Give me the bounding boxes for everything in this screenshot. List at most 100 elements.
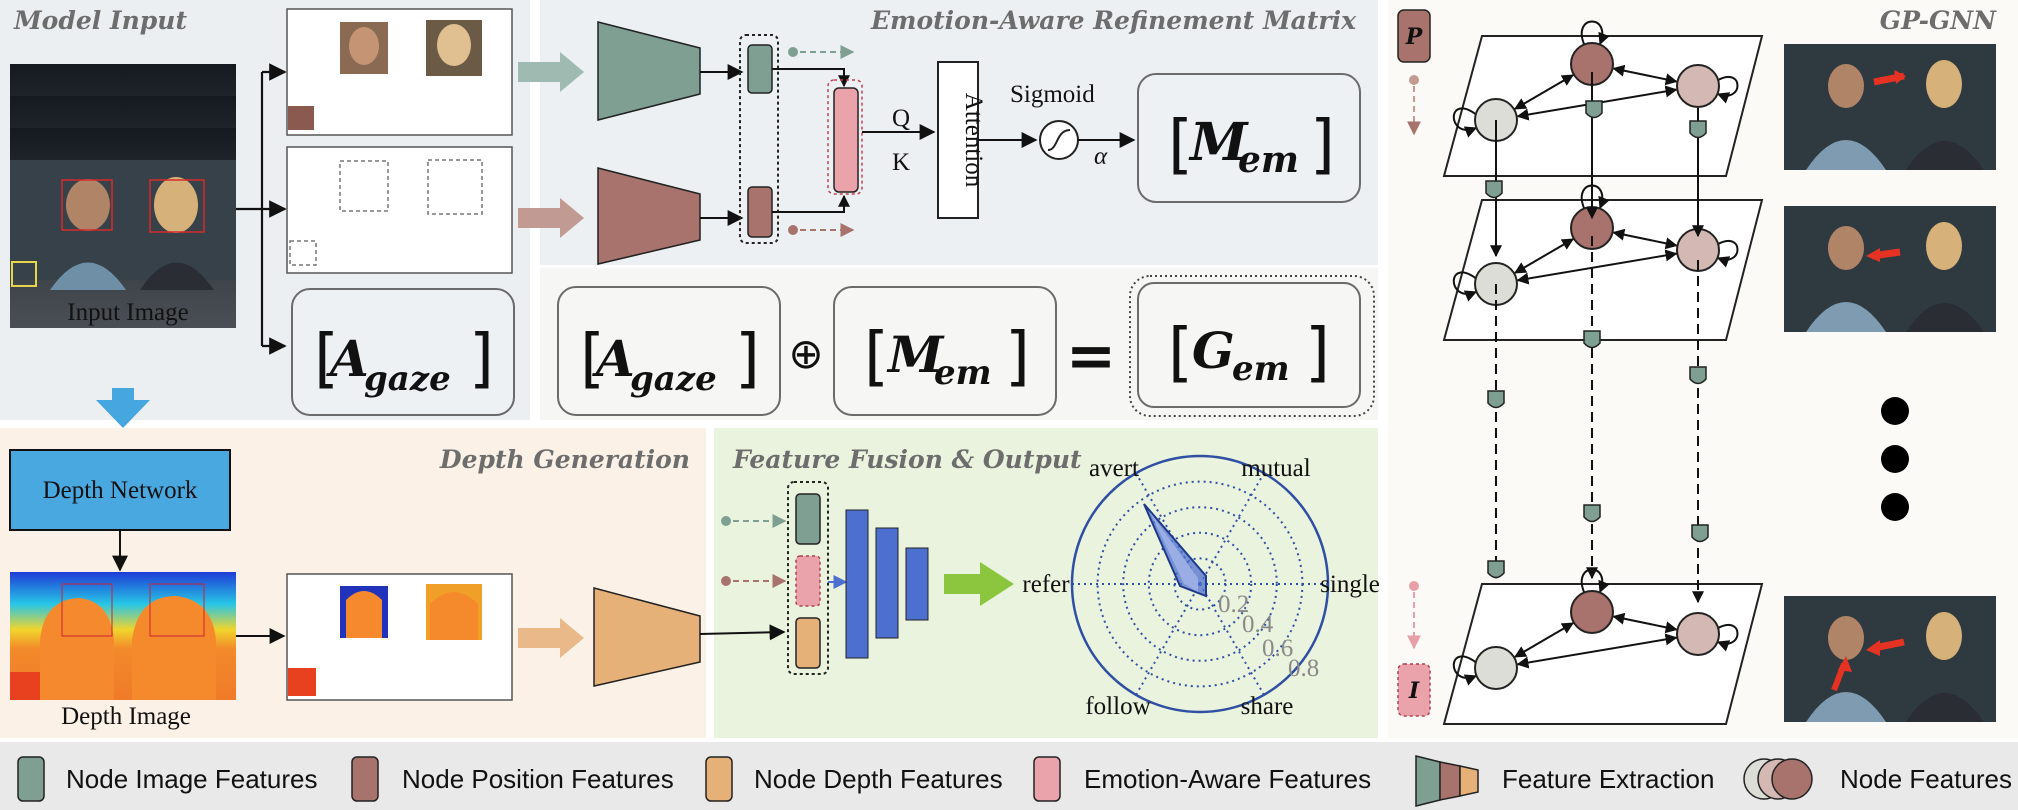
- m-em-top-main: M: [1188, 112, 1249, 173]
- gpgnn-title: GP-GNN: [1880, 6, 1997, 35]
- radar-axis-label-avert: avert: [1089, 455, 1139, 482]
- q-label: Q: [892, 105, 910, 132]
- gnn-layer-3: [1442, 568, 1764, 725]
- gnn-node: [1676, 612, 1720, 656]
- fc-layer-3: [905, 547, 929, 621]
- alpha-label: α: [1094, 143, 1108, 170]
- eq-g-sub: em: [1232, 349, 1290, 389]
- input-branch-arrows: [236, 63, 287, 355]
- gnn-layer-1: [1442, 20, 1764, 177]
- feature-group: [739, 34, 779, 244]
- sigmoid-label: Sigmoid: [1010, 81, 1095, 108]
- gnn-image-feature-pin: [1691, 524, 1709, 543]
- p-tag-arrow: [1407, 75, 1421, 136]
- depth-network-box: [9, 449, 231, 531]
- emotion-side-arrows: [788, 45, 855, 237]
- output-arrow: [944, 562, 1014, 606]
- radar-tick-4: 0.8: [1288, 655, 1319, 682]
- position-feature-arrow: [518, 198, 584, 238]
- eq-m-em: [ M em ]: [833, 286, 1057, 416]
- gp-gnn-graph: [1442, 20, 1764, 725]
- gnn-node: [1570, 590, 1614, 634]
- emotion-feature-bar: [833, 87, 859, 193]
- legend-bar-bg: [0, 742, 2018, 810]
- gnn-layer-2: [1442, 184, 1764, 341]
- position-boxes: [286, 146, 513, 274]
- eq-m-sub: em: [934, 353, 992, 393]
- radar-tick-3: 0.6: [1262, 635, 1293, 662]
- fusion-depth-bar: [795, 617, 821, 669]
- svg-text:[: [: [580, 322, 605, 396]
- depth-to-fusion-arrow: [699, 624, 786, 641]
- radar-axis-label-single: single: [1320, 571, 1380, 598]
- image-encoder: [597, 21, 701, 121]
- p-tag: [1397, 9, 1431, 63]
- image-feature-arrow: [518, 52, 584, 92]
- fusion-title: Feature Fusion & Output: [732, 445, 1082, 474]
- gnn-photo-3: [1784, 596, 1996, 722]
- gnn-photo-2: [1784, 206, 1996, 332]
- input-image-label: Input Image: [67, 299, 188, 326]
- m-em-box-top: [ M em ]: [1137, 73, 1361, 203]
- model-input-title: Model Input: [13, 6, 187, 35]
- svg-text:]: ]: [1310, 108, 1335, 182]
- ellipsis-dot-2: [1881, 445, 1909, 473]
- a-gaze-left-bracket: [: [314, 322, 339, 396]
- svg-text:]: ]: [1005, 320, 1030, 394]
- gnn-image-feature-pin: [1585, 100, 1603, 119]
- radar-ring-2: [1147, 531, 1253, 637]
- eq-m-main: M: [886, 325, 945, 384]
- radar-prediction-inner: [1150, 512, 1198, 592]
- legend-label-5: Feature Extraction: [1502, 764, 1714, 794]
- emotion-title: Emotion-Aware Refinement Matrix: [870, 6, 1357, 35]
- position-feature-bar: [747, 186, 773, 238]
- i-tag-arrow: [1407, 581, 1421, 650]
- gnn-image-feature-pin: [1487, 390, 1505, 409]
- gnn-image-feature-pin: [1583, 330, 1601, 349]
- eq-g-main: G: [1192, 321, 1235, 380]
- radar-axis-label-mutual: mutual: [1241, 455, 1310, 482]
- a-gaze-left-sub: gaze: [364, 359, 451, 399]
- depth-network-label: Depth Network: [43, 477, 198, 504]
- svg-text:[: [: [1168, 316, 1193, 390]
- legend-swatch-4: [1033, 756, 1061, 802]
- svg-text:]: ]: [1305, 316, 1330, 390]
- legend-swatch-1: [17, 756, 45, 802]
- fusion-emotion-bar: [795, 555, 821, 607]
- gnn-image-feature-pin: [1487, 560, 1505, 579]
- depth-feature-arrow: [518, 618, 584, 658]
- a-gaze-right-bracket: ]: [469, 322, 494, 396]
- legend-label-1: Node Image Features: [66, 764, 317, 794]
- depth-encoder: [593, 587, 701, 687]
- depth-title: Depth Generation: [439, 445, 690, 474]
- radar-tick-2: 0.4: [1242, 611, 1274, 638]
- legend-swatch-2: [351, 756, 379, 802]
- k-label: K: [892, 149, 910, 176]
- m-em-top-sub: em: [1238, 139, 1299, 181]
- ellipsis-dot-3: [1881, 493, 1909, 521]
- image-feature-bar: [747, 44, 773, 94]
- legend-label-3: Node Depth Features: [754, 764, 1003, 794]
- gnn-image-feature-pin: [1689, 366, 1707, 385]
- position-encoder: [597, 167, 701, 265]
- emotion-flow-arrows: [772, 68, 850, 213]
- i-tag: [1397, 663, 1431, 717]
- legend-label-4: Emotion-Aware Features: [1084, 764, 1371, 794]
- down-arrow-to-depth: [96, 388, 150, 428]
- depth-crops-box: [286, 573, 513, 701]
- fusion-side-arrows: [721, 514, 787, 588]
- ellipsis-dot-1: [1881, 397, 1909, 425]
- eq-a-gaze: [ A gaze ]: [557, 286, 781, 416]
- legend-label-6: Node Features: [1840, 764, 2012, 794]
- radar-ring-3: [1122, 506, 1278, 662]
- depth-image: [10, 572, 236, 700]
- eq-a-main: A: [592, 329, 635, 388]
- equals-symbol: =: [1066, 321, 1116, 391]
- a-gaze-box-left: [ A gaze ]: [291, 288, 515, 416]
- fc-layer-2: [875, 527, 899, 639]
- gnn-node: [1676, 64, 1720, 108]
- gnn-image-feature-pin: [1485, 180, 1503, 199]
